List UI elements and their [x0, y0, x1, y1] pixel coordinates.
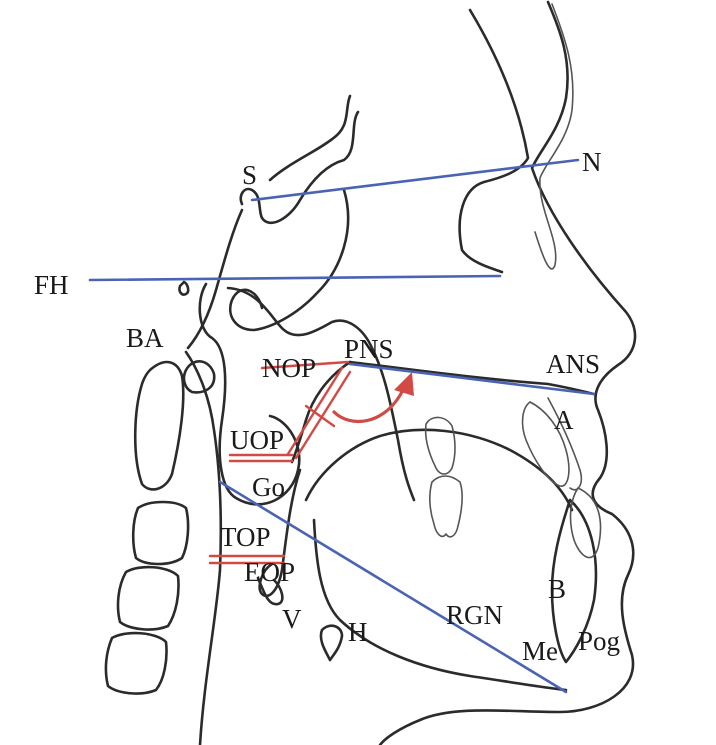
- label-b: B: [548, 574, 566, 604]
- reference-lines: [88, 158, 596, 694]
- airway-measurements: [208, 360, 414, 565]
- vertebra-c4: [116, 565, 180, 631]
- upper-molar: [424, 416, 456, 475]
- anatomy-outlines: [104, 0, 637, 745]
- landmark-labels: S N FH BA PNS NOP ANS A UOP Go TOP EOP V…: [34, 147, 620, 666]
- label-nop: NOP: [262, 353, 316, 383]
- hard-palate: [348, 360, 596, 396]
- mandibular-ramus: [198, 282, 301, 506]
- frontal-bone: [458, 8, 530, 274]
- label-rgn: RGN: [446, 600, 503, 630]
- soft-tissue-profile: [378, 0, 637, 745]
- lower-molar: [429, 475, 463, 538]
- mandibular-plane: [218, 480, 568, 694]
- label-h: H: [348, 617, 368, 647]
- lower-incisor: [569, 487, 602, 559]
- label-ans: ANS: [546, 349, 600, 379]
- posterior-pharyngeal-wall: [184, 350, 223, 745]
- incisor-crown: [547, 397, 583, 491]
- palatal-plane: [348, 362, 596, 396]
- mandible-body: [312, 518, 568, 692]
- nop-line: [260, 360, 350, 370]
- anterior-cranial-base: [268, 94, 352, 182]
- nasal-inner-contour: [534, 3, 574, 270]
- pns-oblique: [294, 370, 352, 460]
- label-pns: PNS: [344, 334, 394, 364]
- label-pog: Pog: [578, 626, 620, 656]
- label-top: TOP: [220, 522, 271, 552]
- coronoid-outline: [226, 286, 416, 502]
- sn-line: [250, 158, 580, 202]
- maxillary-outline: [229, 188, 350, 332]
- rotation-arrow: [332, 386, 406, 424]
- tongue-dorsum: [304, 428, 574, 512]
- label-go: Go: [252, 472, 285, 502]
- label-s: S: [242, 160, 257, 190]
- rotation-arrow-head: [394, 372, 414, 396]
- hyoid-bone: [319, 624, 344, 662]
- label-n: N: [582, 147, 602, 177]
- label-uop: UOP: [230, 425, 284, 455]
- label-eop: EOP: [244, 557, 295, 587]
- label-ba: BA: [126, 323, 164, 353]
- label-a: A: [554, 405, 574, 435]
- label-me: Me: [522, 636, 558, 666]
- vertebra-c3: [131, 500, 190, 566]
- epiglottis: [256, 576, 284, 606]
- fh-line: [88, 274, 502, 282]
- vertebra-c2: [133, 360, 185, 491]
- porion-marker: [178, 280, 190, 296]
- label-fh: FH: [34, 270, 69, 300]
- sella-turcica: [239, 110, 360, 225]
- vertebra-c5: [104, 631, 168, 695]
- atlas: [182, 360, 216, 394]
- upper-incisor: [521, 401, 570, 487]
- label-v: V: [282, 604, 302, 634]
- soft-palate: [290, 360, 352, 464]
- posterior-cranial-base: [186, 208, 244, 350]
- perp-tick: [304, 404, 336, 428]
